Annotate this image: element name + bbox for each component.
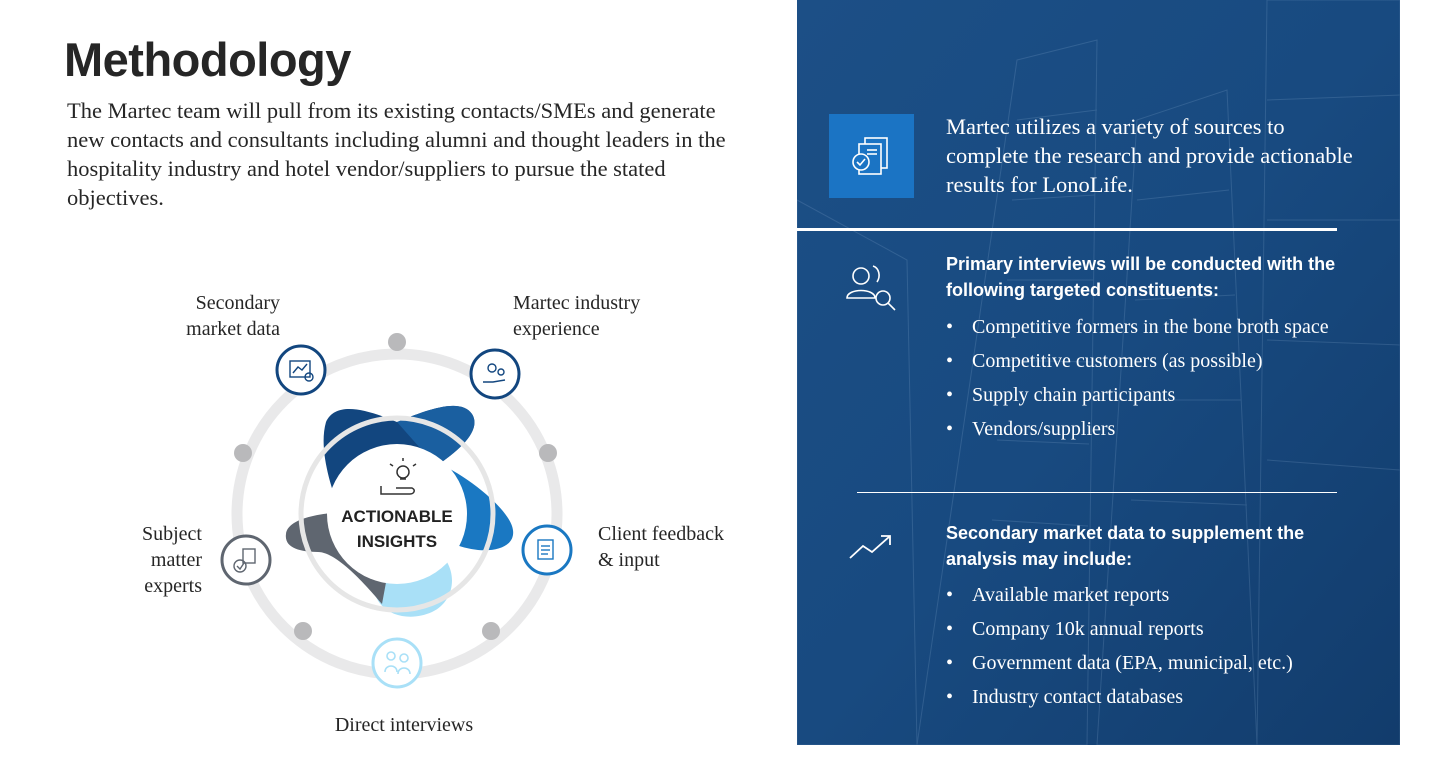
inner-ring bbox=[298, 415, 496, 613]
primary-list: Competitive formers in the bone broth sp… bbox=[946, 314, 1366, 450]
label-client-line1: Client feedback bbox=[598, 523, 725, 545]
chart-analytics-icon bbox=[289, 360, 314, 382]
trend-arrow-icon bbox=[849, 535, 891, 559]
sources-panel: Martec utilizes a variety of sources to … bbox=[797, 0, 1400, 745]
interview-people-icon bbox=[384, 651, 411, 675]
ring-dots bbox=[234, 333, 557, 640]
secondary-list: Available market reports Company 10k ann… bbox=[946, 582, 1366, 718]
label-secondary-line2: market data bbox=[186, 318, 280, 340]
node-direct-interviews bbox=[371, 637, 423, 689]
page-title: Methodology bbox=[64, 33, 351, 86]
node-secondary-market-data bbox=[275, 344, 327, 396]
lightbulb-hand-icon bbox=[380, 458, 417, 495]
primary-heading: Primary interviews will be conducted wit… bbox=[946, 254, 1336, 300]
gears-hand-icon bbox=[483, 363, 506, 383]
label-martec-experience: Martec industry experience bbox=[513, 290, 683, 342]
label-secondary-line1: Secondary bbox=[195, 292, 280, 314]
label-client-feedback: Client feedback & input bbox=[598, 521, 758, 573]
label-martec-line2: experience bbox=[513, 318, 600, 340]
node-martec-experience bbox=[469, 348, 521, 400]
label-client-line2: & input bbox=[598, 549, 660, 571]
methodology-diagram: ACTIONABLE INSIGHTS bbox=[220, 333, 573, 689]
panel-divider-middle bbox=[857, 492, 1337, 493]
panel-lead-text: Martec utilizes a variety of sources to … bbox=[946, 114, 1353, 197]
primary-item: Competitive formers in the bone broth sp… bbox=[946, 314, 1366, 340]
node-subject-matter-experts bbox=[220, 534, 272, 586]
label-martec-line1: Martec industry bbox=[513, 292, 641, 314]
primary-item: Competitive customers (as possible) bbox=[946, 348, 1366, 374]
secondary-item: Industry contact databases bbox=[946, 684, 1366, 710]
label-subject-matter-experts: Subject matter experts bbox=[100, 521, 202, 599]
center-circle bbox=[327, 444, 467, 584]
secondary-item: Government data (EPA, municipal, etc.) bbox=[946, 650, 1366, 676]
person-search-icon bbox=[846, 265, 896, 311]
center-label-2: INSIGHTS bbox=[357, 532, 437, 551]
secondary-item: Available market reports bbox=[946, 582, 1366, 608]
secondary-heading: Secondary market data to supplement the … bbox=[946, 523, 1305, 569]
primary-item: Supply chain participants bbox=[946, 382, 1366, 408]
document-check-icon-tile bbox=[829, 114, 914, 198]
label-sme-line1: Subject bbox=[142, 523, 202, 545]
center-label-1: ACTIONABLE bbox=[341, 507, 452, 526]
label-secondary-market-data: Secondary market data bbox=[150, 290, 280, 342]
label-direct-interviews: Direct interviews bbox=[334, 714, 474, 736]
intro-text: The Martec team will pull from its exist… bbox=[67, 98, 726, 210]
label-sme-line2: matter bbox=[150, 549, 202, 571]
secondary-item: Company 10k annual reports bbox=[946, 616, 1366, 642]
feedback-document-icon bbox=[537, 539, 554, 560]
label-sme-line3: experts bbox=[144, 575, 202, 597]
panel-divider-top bbox=[797, 228, 1337, 231]
node-client-feedback bbox=[521, 524, 573, 576]
primary-item: Vendors/suppliers bbox=[946, 416, 1366, 442]
document-check-icon bbox=[852, 137, 888, 175]
expert-checklist-icon bbox=[233, 548, 256, 573]
